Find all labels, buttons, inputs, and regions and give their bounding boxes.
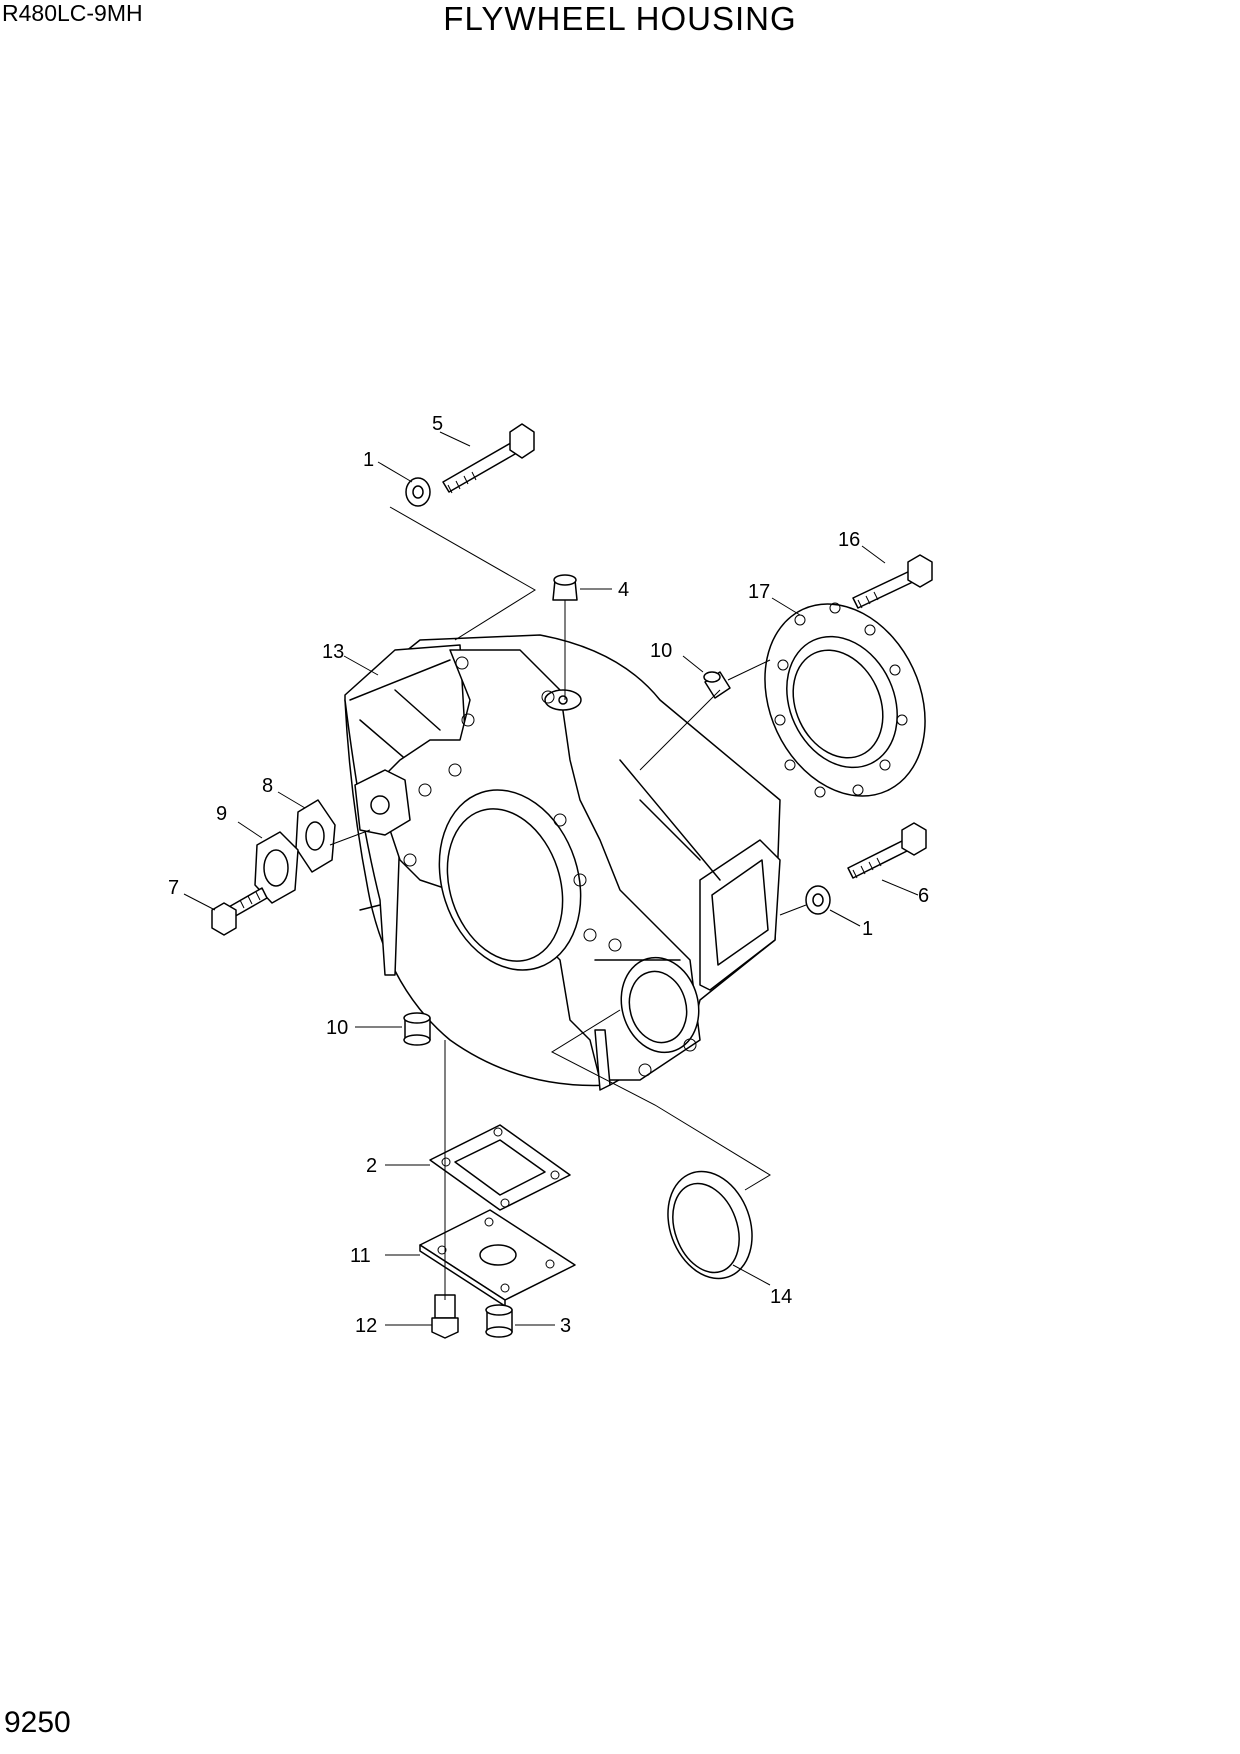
callout-17: 17 <box>748 581 770 603</box>
oring-part-14 <box>667 1170 753 1280</box>
callout-9: 9 <box>216 803 227 825</box>
callout-3: 3 <box>560 1315 571 1337</box>
flywheel-housing-part <box>344 634 781 1091</box>
bolt-part-6 <box>847 822 927 879</box>
callout-14: 14 <box>770 1286 792 1308</box>
assembly-guide-lines <box>329 506 807 1300</box>
cover-part-9 <box>254 831 299 904</box>
callout-10: 10 <box>650 640 672 662</box>
plate-part-11 <box>419 1209 576 1307</box>
callout-11: 11 <box>350 1245 371 1267</box>
callout-16: 16 <box>838 529 860 551</box>
callout-8: 8 <box>262 775 273 797</box>
leader-lines <box>183 431 919 1326</box>
bolt-part-7 <box>211 887 268 936</box>
callout-2: 2 <box>366 1155 377 1177</box>
callout-13: 13 <box>322 641 344 663</box>
seal-cover-part-17 <box>764 602 926 798</box>
bolt-part-12 <box>431 1294 459 1339</box>
plug-part-10-lower <box>403 1012 431 1046</box>
callout-1: 1 <box>363 449 374 471</box>
callout-12: 12 <box>355 1315 377 1337</box>
callout-labels: 5 1 4 16 17 13 10 8 9 7 6 1 10 2 11 14 1… <box>168 413 929 1337</box>
page-title: FLYWHEEL HOUSING <box>443 0 797 37</box>
callout-5: 5 <box>432 413 443 435</box>
page-number: 9250 <box>4 1706 71 1739</box>
bolt-part-16 <box>852 554 933 609</box>
washer-part-1-top <box>405 477 431 507</box>
callout-7: 7 <box>168 877 179 899</box>
callout-1-right: 1 <box>862 918 873 940</box>
callout-4: 4 <box>618 579 629 601</box>
bolt-part-5 <box>442 423 535 494</box>
gasket-part-2 <box>429 1124 571 1211</box>
washer-part-1-right <box>805 885 831 915</box>
plug-part-4 <box>552 574 578 601</box>
plug-part-10-upper <box>703 671 731 699</box>
callout-10-lower: 10 <box>326 1017 348 1039</box>
model-number: R480LC-9MH <box>2 0 143 26</box>
plug-part-3 <box>485 1304 513 1338</box>
callout-6: 6 <box>918 885 929 907</box>
gasket-part-8 <box>295 799 336 873</box>
